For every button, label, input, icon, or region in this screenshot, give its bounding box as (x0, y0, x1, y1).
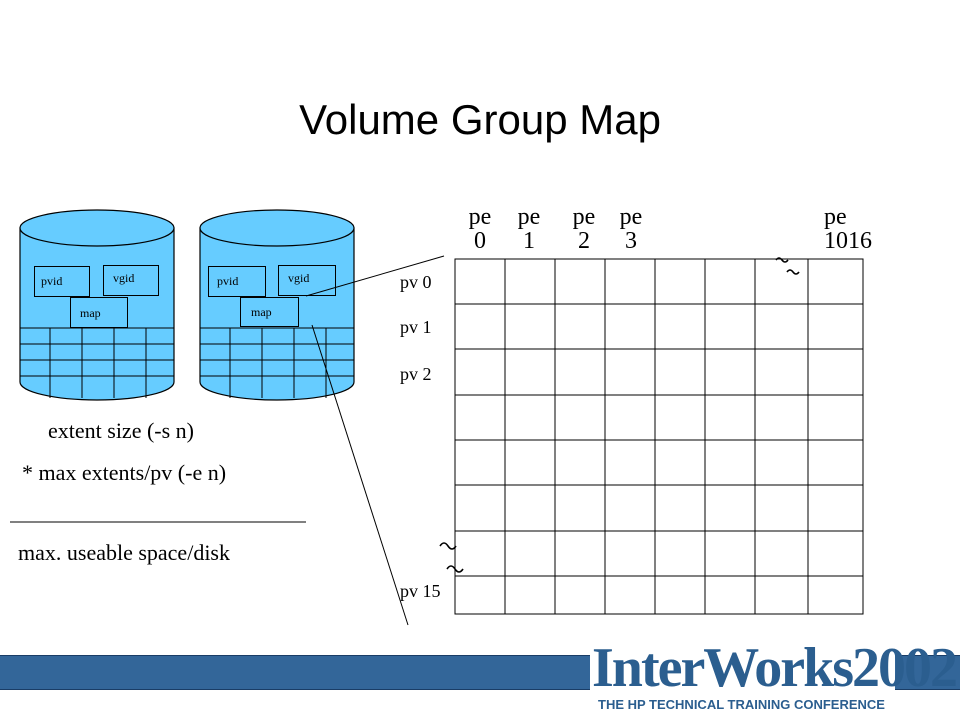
pv-label-1: pv 1 (400, 317, 432, 337)
vgid-label: vgid (288, 271, 310, 285)
interworks-logo: InterWorks2002 (592, 637, 958, 699)
break-mark-columns (775, 257, 800, 275)
pvid-box (34, 266, 90, 297)
conference-subtitle: THE HP TECHNICAL TRAINING CONFERENCE (598, 697, 885, 712)
max-usable-space-text: max. useable space/disk (18, 540, 230, 565)
pvid-label: pvid (217, 274, 239, 288)
footer-bar (0, 655, 590, 690)
pvid-label: pvid (41, 274, 63, 288)
map-box (70, 297, 128, 328)
pe-grid (454, 258, 864, 615)
extent-size-text: extent size (-s n) (48, 418, 194, 443)
break-mark-rows (439, 542, 464, 573)
connector-line-top (305, 255, 445, 297)
pv-label-15: pv 15 (400, 581, 441, 601)
vgid-box (278, 265, 336, 296)
map-label: map (80, 306, 101, 320)
footer-bar-right (895, 655, 960, 690)
max-extents-text: * max extents/pv (-e n) (22, 460, 227, 485)
pvid-box (208, 266, 266, 297)
connector-line-bottom (311, 324, 409, 626)
vgid-label: vgid (113, 271, 135, 285)
slide-title: Volume Group Map (299, 96, 661, 143)
map-label: map (251, 305, 272, 319)
pv-label-0: pv 0 (400, 272, 432, 292)
pv-label-2: pv 2 (400, 364, 432, 384)
vgid-box (103, 265, 159, 296)
map-box (240, 297, 299, 327)
